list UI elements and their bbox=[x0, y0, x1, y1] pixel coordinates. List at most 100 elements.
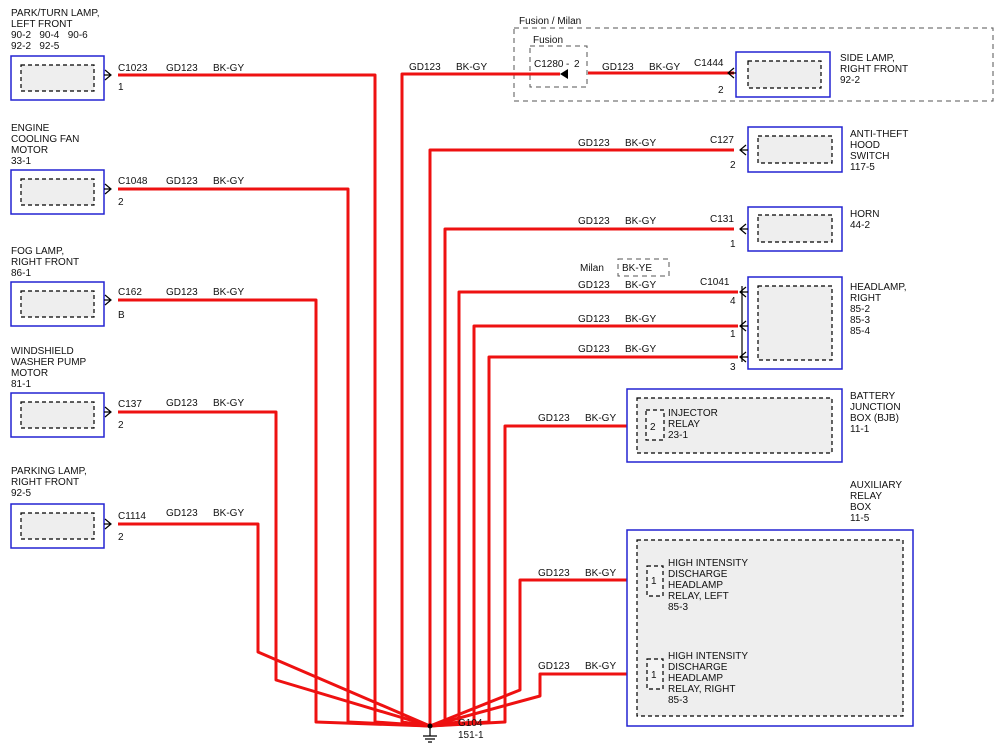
relay-name: RELAY, LEFT bbox=[668, 591, 729, 602]
pin-number: 1 bbox=[118, 82, 124, 93]
wire-circuit-label: GD123 bbox=[166, 287, 198, 298]
component-name: RIGHT FRONT bbox=[11, 257, 79, 268]
relay-name: 85-3 bbox=[668, 602, 688, 613]
wire-color-label: BK-GY bbox=[625, 216, 656, 227]
pin-number: 2 bbox=[650, 422, 656, 433]
ground-ref: 151-1 bbox=[458, 730, 484, 741]
component-name: ANTI-THEFT bbox=[850, 129, 908, 140]
component-name: RIGHT FRONT bbox=[11, 477, 79, 488]
component-name: WASHER PUMP bbox=[11, 357, 87, 368]
wire-c1023 bbox=[118, 73, 431, 728]
wire-color-label: BK-GY bbox=[585, 661, 616, 672]
wire-circuit-label: GD123 bbox=[538, 413, 570, 424]
wire-color-label: BK-GY bbox=[456, 62, 487, 73]
wire-labels: GD123 BK-GY GD123 BK-GY GD123 BK-GY GD12… bbox=[166, 62, 680, 672]
relay-name: HIGH INTENSITY bbox=[668, 651, 748, 662]
pin-number: 2 bbox=[730, 160, 736, 171]
component-name: 85-3 bbox=[850, 315, 870, 326]
component-name: FOG LAMP, bbox=[11, 246, 64, 257]
wire-circuit-label: GD123 bbox=[166, 508, 198, 519]
component-name: SWITCH bbox=[850, 151, 889, 162]
milan-label: Milan bbox=[580, 263, 604, 274]
component-name: PARK/TURN LAMP, bbox=[11, 8, 100, 19]
wire-circuit-label: GD123 bbox=[602, 62, 634, 73]
component-auxiliary-relay-box: AUXILIARY RELAY BOX 11-5 HIGH INTENSITY … bbox=[626, 480, 914, 727]
component-name: COOLING FAN bbox=[11, 134, 79, 145]
wire-color-label: BK-GY bbox=[213, 398, 244, 409]
wire-color-label: BK-GY bbox=[625, 138, 656, 149]
pin-number: 4 bbox=[730, 296, 736, 307]
ground-icon bbox=[423, 726, 437, 743]
wire-c1280-to-ground bbox=[400, 72, 560, 728]
relay-name: RELAY bbox=[668, 419, 700, 430]
component-name: 44-2 bbox=[850, 220, 870, 231]
relay-name: INJECTOR bbox=[668, 408, 718, 419]
wire-circuit-label: GD123 bbox=[538, 661, 570, 672]
wire-circuit-label: GD123 bbox=[578, 280, 610, 291]
component-windshield-washer-pump-motor: WINDSHIELD WASHER PUMP MOTOR 81-1 C137 2 bbox=[10, 346, 142, 438]
wire-circuit-label: GD123 bbox=[166, 63, 198, 74]
variant-box-milan-wire-color bbox=[617, 258, 670, 277]
relay-name: HEADLAMP bbox=[668, 673, 723, 684]
relay-name: DISCHARGE bbox=[668, 662, 728, 673]
pin-number: 2 bbox=[118, 420, 124, 431]
relay-name: DISCHARGE bbox=[668, 569, 728, 580]
wire-circuit-label: GD123 bbox=[578, 344, 610, 355]
connector-id: C137 bbox=[118, 399, 142, 410]
component-horn: HORN 44-2 C131 1 bbox=[710, 206, 879, 252]
connector-id: C1041 bbox=[700, 277, 730, 288]
component-name: 117-5 bbox=[850, 162, 875, 173]
component-park-turn-lamp-left-front: PARK/TURN LAMP, LEFT FRONT 90-2 90-4 90-… bbox=[10, 8, 148, 101]
component-fog-lamp-right-front: FOG LAMP, RIGHT FRONT 86-1 C162 B bbox=[10, 246, 142, 327]
pin-number: B bbox=[118, 310, 125, 321]
pin-number: 1 bbox=[651, 670, 657, 681]
relay-name: HIGH INTENSITY bbox=[668, 558, 748, 569]
component-name: RIGHT FRONT bbox=[840, 64, 908, 75]
component-name: AUXILIARY bbox=[850, 480, 902, 491]
pin-number: 2 bbox=[718, 85, 724, 96]
wire-c1048 bbox=[118, 187, 431, 728]
relay-name: RELAY, RIGHT bbox=[668, 684, 735, 695]
component-name: 90-2 90-4 90-6 bbox=[11, 30, 88, 41]
wire-c127 bbox=[428, 148, 734, 726]
component-name: 11-5 bbox=[850, 513, 870, 524]
variant-label-fusion-milan: Fusion / Milan bbox=[519, 16, 581, 27]
relay-name: 23-1 bbox=[668, 430, 688, 441]
wire-color-label: BK-GY bbox=[625, 280, 656, 291]
component-name: 33-1 bbox=[11, 156, 31, 167]
component-name: 85-4 bbox=[850, 326, 870, 337]
inline-connector-dash: - bbox=[566, 59, 569, 70]
component-name: 11-1 bbox=[850, 424, 870, 435]
wire-circuit-label: GD123 bbox=[166, 176, 198, 187]
component-name: BATTERY bbox=[850, 391, 896, 402]
wire-circuit-label: GD123 bbox=[578, 216, 610, 227]
wire-color-label: BK-GY bbox=[625, 344, 656, 355]
component-name: HEADLAMP, bbox=[850, 282, 907, 293]
pin-number: 1 bbox=[651, 576, 657, 587]
pin-number: 1 bbox=[730, 239, 736, 250]
component-anti-theft-hood-switch: ANTI-THEFT HOOD SWITCH 117-5 C127 2 bbox=[710, 126, 908, 173]
pin-number: 2 bbox=[118, 197, 124, 208]
component-name: BOX bbox=[850, 502, 871, 513]
wire-color-label: BK-GY bbox=[213, 508, 244, 519]
component-engine-cooling-fan-motor: ENGINE COOLING FAN MOTOR 33-1 C1048 2 bbox=[10, 123, 148, 215]
wire-circuit-label: GD123 bbox=[166, 398, 198, 409]
component-battery-junction-box: BATTERY JUNCTION BOX (BJB) 11-1 INJECTOR… bbox=[626, 388, 901, 463]
component-name: MOTOR bbox=[11, 145, 48, 156]
connector-arrow-icon bbox=[560, 69, 568, 79]
wire-circuit-label: GD123 bbox=[538, 568, 570, 579]
variant-label-fusion: Fusion bbox=[533, 35, 563, 46]
component-name: 92-5 bbox=[11, 488, 31, 499]
wire-hid-right bbox=[429, 672, 646, 728]
ground-g104: G104 151-1 bbox=[423, 718, 484, 743]
wire-color-label: BK-GY bbox=[213, 63, 244, 74]
component-name: 81-1 bbox=[11, 379, 31, 390]
variant-box-fusion-milan bbox=[513, 27, 994, 102]
wires bbox=[118, 71, 738, 728]
component-name: HOOD bbox=[850, 140, 880, 151]
wire-hid-left bbox=[429, 578, 646, 728]
pin-number: 2 bbox=[118, 532, 124, 543]
component-headlamp-right: HEADLAMP, RIGHT 85-2 85-3 85-4 C1041 4 1… bbox=[700, 276, 907, 373]
wire-color-label: BK-GY bbox=[585, 568, 616, 579]
wire-circuit-label: GD123 bbox=[578, 314, 610, 325]
